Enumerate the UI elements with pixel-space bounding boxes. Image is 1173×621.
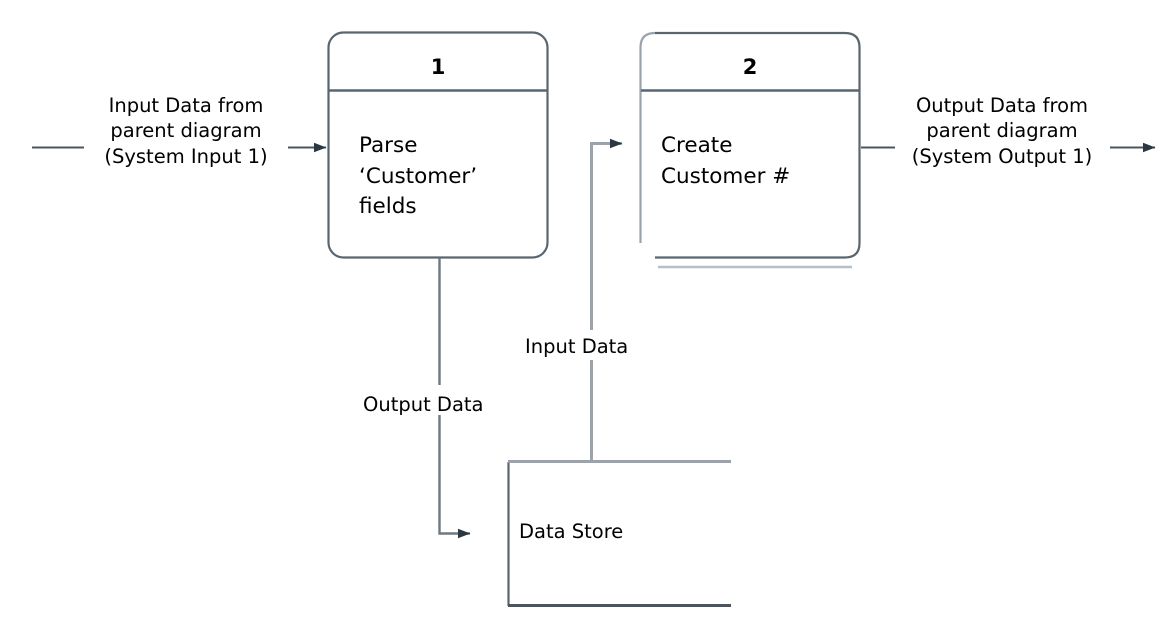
process-2-outline-right [655, 31, 861, 259]
flow-input-data-upper-segment [590, 138, 623, 330]
process-box-2[interactable] [639, 31, 861, 269]
process-2-outline-left [639, 31, 656, 243]
flow-label-output-data: Output Data [363, 393, 484, 416]
process-box-1[interactable] [327, 31, 549, 259]
process-1-outline [327, 31, 549, 259]
process-2-name: Create Customer # [661, 133, 791, 189]
process-2-number: 2 [742, 55, 758, 79]
flow-input-data[interactable] [590, 138, 623, 462]
data-store-label: Data Store [519, 520, 624, 543]
flow-label-system-input: Input Data from parent diagram (System I… [104, 94, 268, 168]
flow-label-input-data: Input Data [525, 335, 629, 358]
flow-label-system-output: Output Data from parent diagram (System … [911, 94, 1093, 168]
flow-output-data[interactable] [438, 258, 471, 539]
process-1-number: 1 [430, 55, 446, 79]
process-1-name: Parse ‘Customer’ fields [359, 133, 478, 220]
flow-output-data-lower-segment [438, 415, 471, 539]
data-store-shape[interactable] [507, 460, 731, 607]
